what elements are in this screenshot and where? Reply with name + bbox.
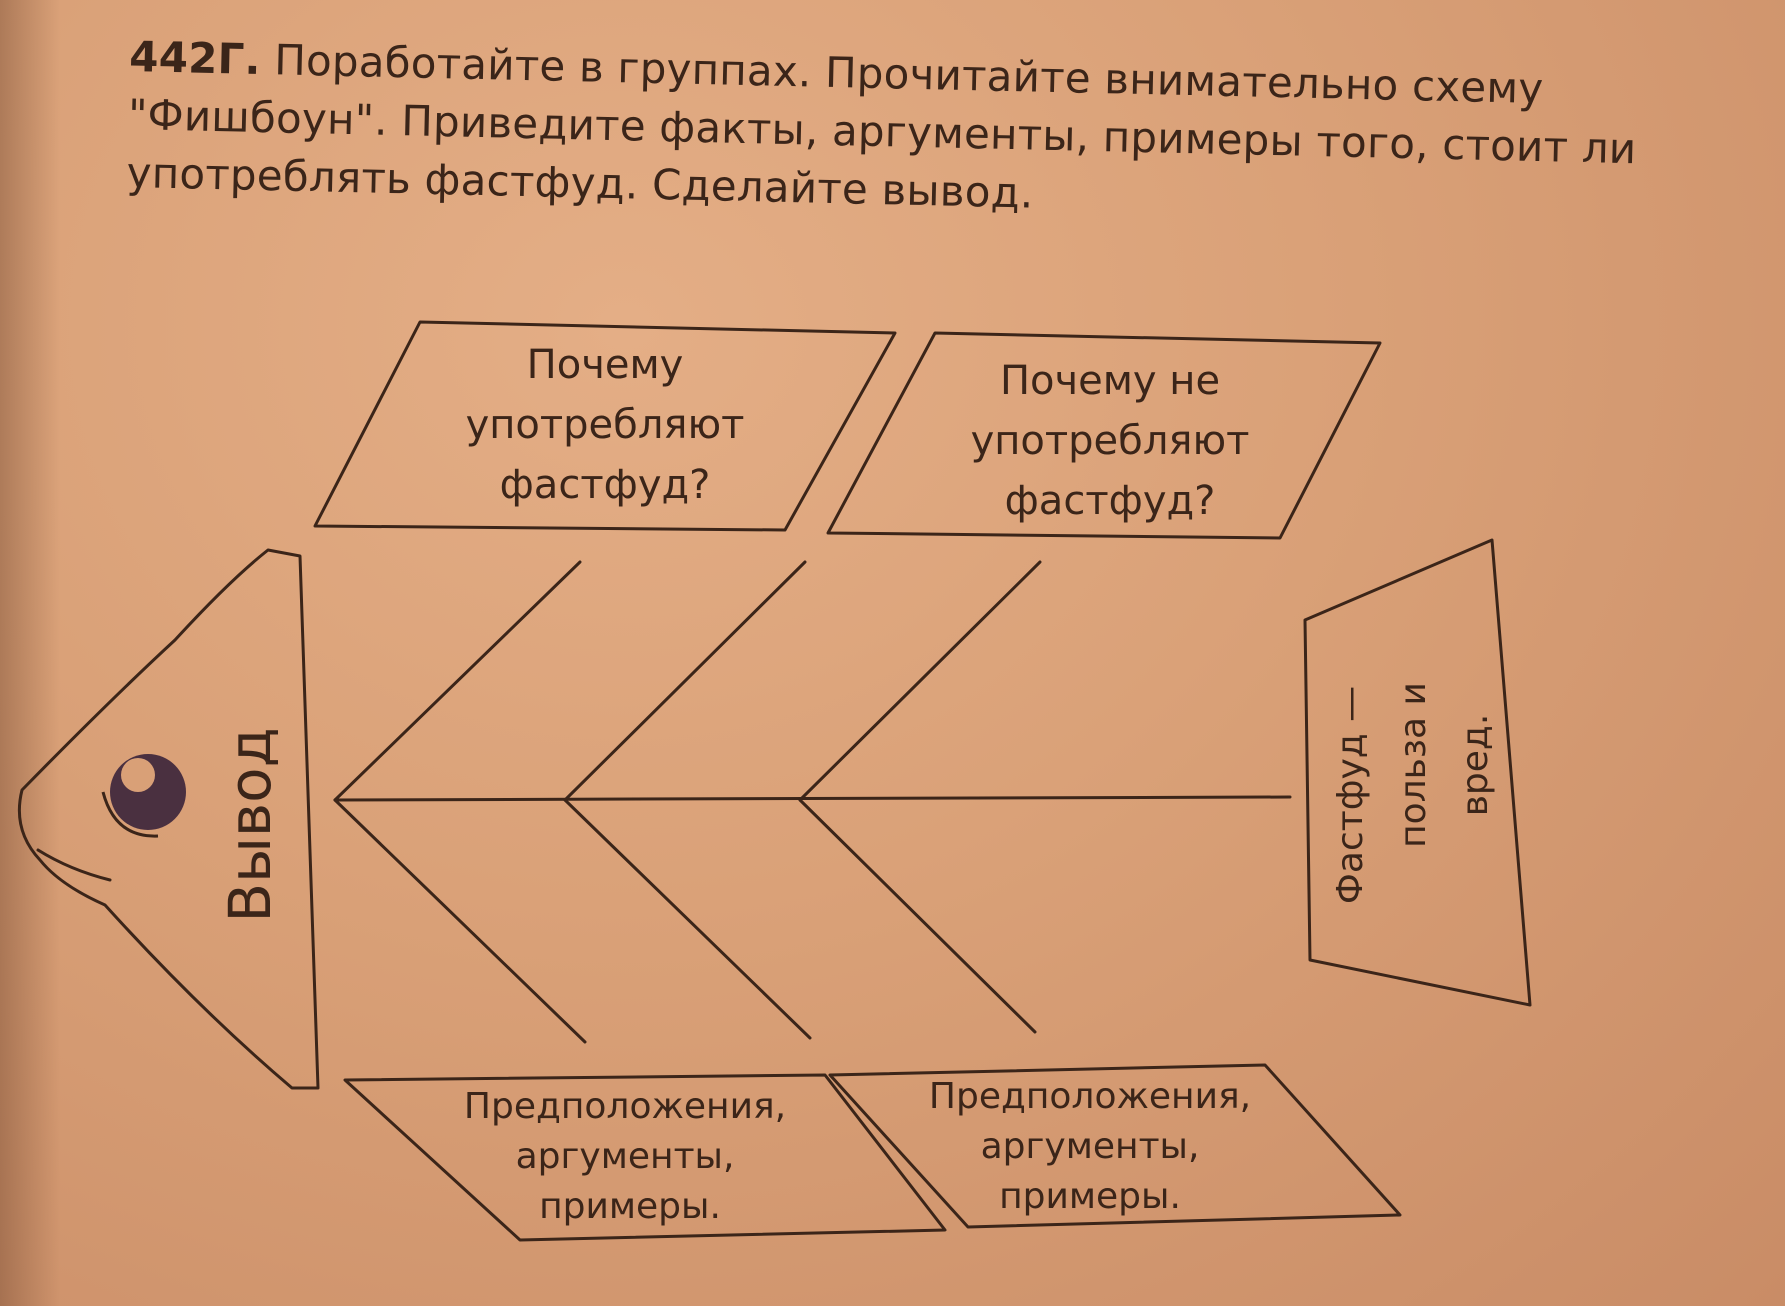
bottom-right-line-1: Предположения, (929, 1076, 1251, 1117)
bone-upper-2 (563, 560, 807, 802)
tail-line-1: Фастфуд — (1330, 686, 1371, 904)
bottom-left-line-1: Предположения, (464, 1086, 786, 1127)
box-top-left (313, 320, 897, 532)
page-edge-shadow (0, 0, 60, 1306)
bone-lower-1 (333, 798, 587, 1044)
box-bottom-left (343, 1073, 947, 1242)
bottom-right-label: Предположения, аргументы, примеры. (929, 1076, 1251, 1217)
bone-lower-3 (798, 798, 1037, 1034)
head-label: Вывод (216, 727, 284, 922)
top-right-label: Почему не употребляют фастфуд? (971, 358, 1250, 524)
tail-line-3: вред. (1455, 714, 1496, 817)
fish-mouth (36, 848, 112, 882)
top-right-line-2: употребляют (971, 418, 1250, 464)
fish-head-outline (17, 548, 320, 1090)
bone-upper-1 (333, 560, 582, 802)
fish-eye (101, 754, 186, 838)
box-top-right (826, 331, 1382, 540)
top-left-line-3: фастфуд? (500, 462, 711, 508)
bone-upper-3 (798, 560, 1042, 802)
bottom-left-line-2: аргументы, (516, 1136, 735, 1177)
bottom-right-line-3: примеры. (999, 1176, 1181, 1217)
bottom-left-line-3: примеры. (539, 1186, 721, 1227)
tail-line-2: польза и (1393, 682, 1434, 848)
bottom-left-label: Предположения, аргументы, примеры. (464, 1086, 786, 1227)
tail-label: Фастфуд — польза и вред. (1330, 682, 1496, 904)
top-left-line-2: употребляют (466, 402, 745, 448)
bone-lower-2 (563, 798, 812, 1040)
bottom-right-line-2: аргументы, (981, 1126, 1200, 1167)
top-right-line-1: Почему не (1000, 358, 1220, 404)
top-right-line-3: фастфуд? (1005, 478, 1216, 524)
fish-spine (333, 795, 1292, 802)
tail-trapezoid (1303, 538, 1532, 1007)
box-bottom-right (828, 1063, 1402, 1229)
top-left-line-1: Почему (527, 342, 684, 388)
top-left-label: Почему употребляют фастфуд? (466, 342, 745, 508)
